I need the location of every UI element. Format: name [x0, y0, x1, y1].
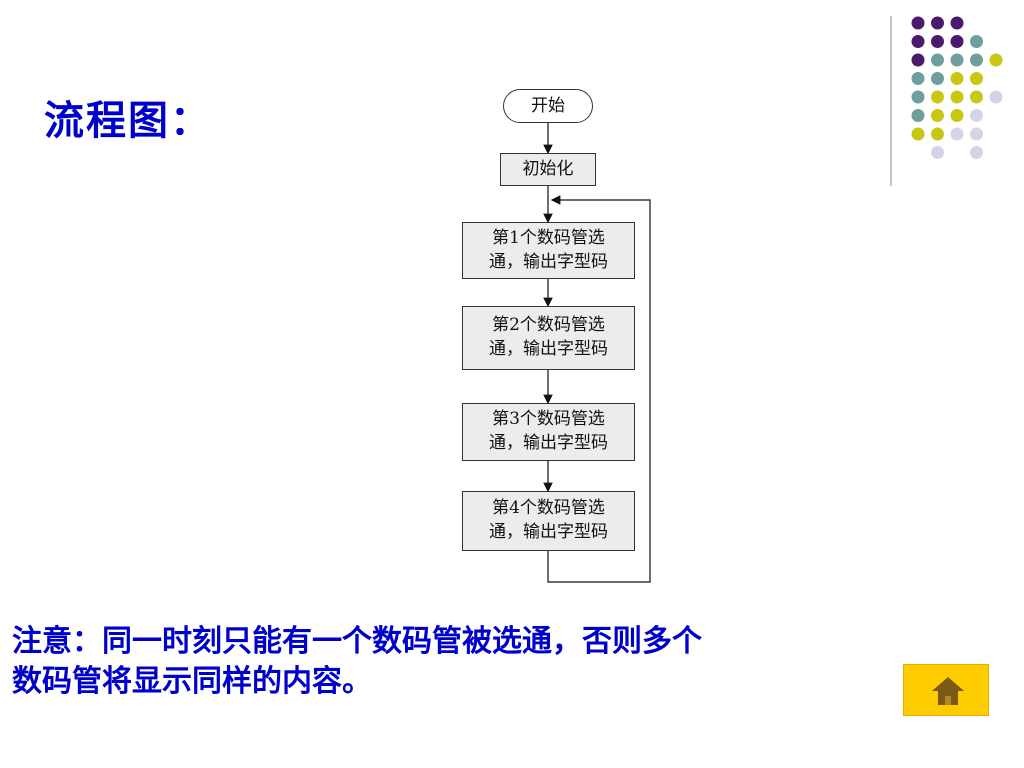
decorative-dot [950, 72, 964, 85]
flow-step-1-line1: 第1个数码管选 [492, 228, 605, 248]
decorative-dot [950, 16, 964, 30]
flow-step-3-line2: 通，输出字型码 [489, 433, 608, 453]
decorative-dot [970, 109, 983, 122]
page-title: 流程图： [44, 97, 212, 144]
flow-start: 开始 [503, 89, 593, 123]
decorative-dot [911, 127, 925, 141]
decorative-dot [911, 35, 925, 48]
home-icon [932, 677, 964, 705]
decorative-dot [970, 90, 983, 104]
note-text: 注意：同一时刻只能有一个数码管被选通，否则多个 数码管将显示同样的内容。 [12, 622, 952, 702]
decorative-dot [950, 53, 964, 67]
flow-step-1: 第1个数码管选 通，输出字型码 [462, 222, 635, 279]
flow-step-4-line1: 第4个数码管选 [492, 498, 605, 518]
decorative-dot [931, 16, 944, 30]
flow-step-1-line2: 通，输出字型码 [489, 252, 608, 272]
decorative-dot [931, 53, 944, 67]
decorative-dot [931, 109, 944, 122]
decorative-dot-grid [890, 16, 1003, 186]
flowchart-connectors [543, 121, 651, 583]
decorative-dot [911, 16, 925, 30]
decorative-dot [950, 90, 964, 104]
decorative-dot [911, 53, 925, 67]
decorative-dot [911, 72, 925, 85]
home-button[interactable] [903, 664, 989, 716]
decorative-dot [931, 90, 944, 104]
note-line-2: 数码管将显示同样的内容。 [12, 664, 372, 699]
flow-step-2: 第2个数码管选 通，输出字型码 [462, 306, 635, 370]
decorative-dot [911, 90, 925, 104]
note-line-1: 注意：同一时刻只能有一个数码管被选通，否则多个 [12, 624, 702, 659]
flow-step-3: 第3个数码管选 通，输出字型码 [462, 403, 635, 461]
decorative-dot [989, 53, 1003, 67]
flow-step-2-line1: 第2个数码管选 [492, 315, 605, 335]
decorative-dot [911, 109, 925, 122]
decorative-dot [950, 127, 964, 141]
flow-step-4-line2: 通，输出字型码 [489, 522, 608, 542]
decorative-dot [989, 90, 1003, 104]
decorative-dot [970, 146, 983, 159]
decorative-dot [970, 35, 983, 48]
flow-step-4: 第4个数码管选 通，输出字型码 [462, 491, 635, 551]
decorative-dot [931, 127, 944, 141]
decorative-dot [931, 72, 944, 85]
decorative-dot [970, 127, 983, 141]
loop-back-line [547, 195, 651, 583]
decorative-dot [970, 72, 983, 85]
decorative-dot [931, 35, 944, 48]
decorative-dot [970, 53, 983, 67]
flow-step-3-line1: 第3个数码管选 [492, 409, 605, 429]
flow-init: 初始化 [500, 153, 596, 186]
decorative-dot [950, 35, 964, 48]
decorative-dot [950, 109, 964, 122]
decorative-dot [931, 146, 944, 159]
flow-step-2-line2: 通，输出字型码 [489, 339, 608, 359]
